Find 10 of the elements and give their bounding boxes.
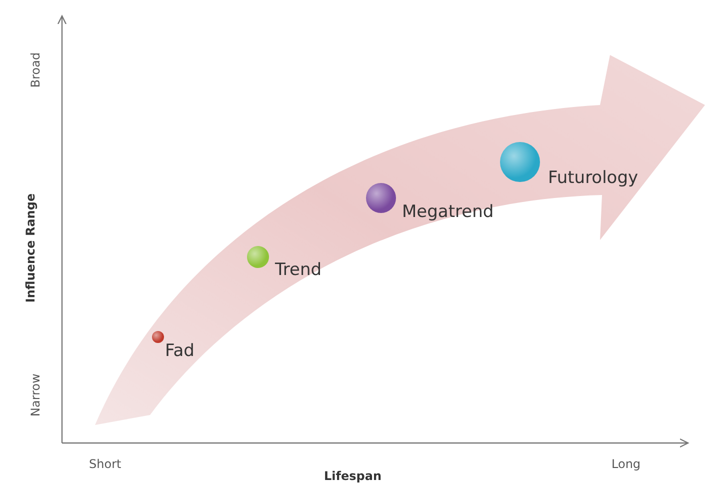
axis-title: Influence Range [24, 193, 36, 303]
axis-title: Lifespan [324, 470, 382, 482]
axis-end-label: Short [89, 458, 122, 470]
stage-label: Trend [275, 262, 322, 279]
stage-label: Futurology [548, 170, 638, 187]
stage-label: Fad [165, 343, 194, 360]
axis-end-label: Long [612, 458, 641, 470]
axis-end-label: Narrow [28, 374, 41, 416]
axis-end-label: Broad [29, 52, 42, 88]
stage-label: Megatrend [402, 204, 494, 221]
